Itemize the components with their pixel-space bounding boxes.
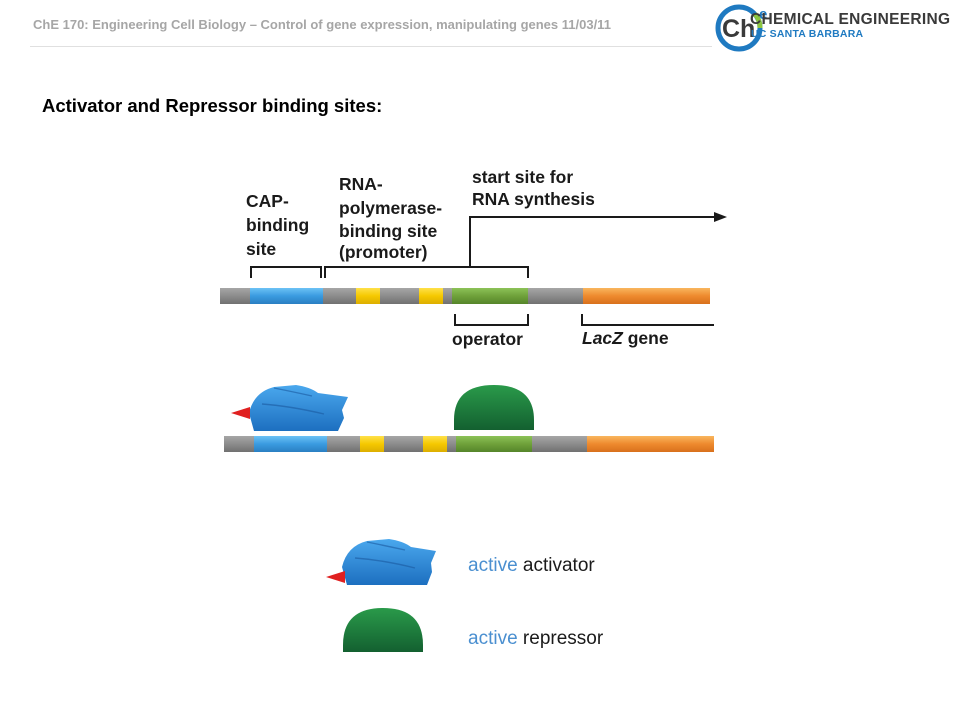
bound-repressor-icon — [454, 385, 534, 430]
legend-active-word: active — [468, 628, 518, 649]
svg-text:start site for: start site for — [472, 167, 573, 187]
svg-text:polymerase-: polymerase- — [339, 198, 442, 218]
arrowhead-icon — [714, 212, 727, 222]
start-site-label: start site for RNA synthesis — [472, 167, 595, 209]
slide-heading: Activator and Repressor binding sites: — [42, 95, 383, 116]
cap-binding-site-label: CAP- binding site — [246, 191, 309, 259]
promoter-label: RNA- polymerase- binding site (promoter) — [339, 174, 442, 262]
logo-text-ucsb: UC SANTA BARBARA — [751, 28, 864, 40]
course-title: ChE 170: Engineering Cell Biology – Cont… — [33, 17, 611, 32]
legend-activator-word: activator — [517, 555, 595, 576]
promoter-bracket — [324, 266, 529, 278]
cap-bracket — [250, 266, 322, 278]
bound-activator-icon — [231, 385, 348, 431]
dna-strand-top — [220, 288, 710, 304]
activator-red-arrow — [231, 407, 250, 419]
logo-mark-letters: Ch — [722, 15, 755, 43]
lacz-bracket — [581, 314, 714, 326]
legend-activator-icon — [326, 539, 436, 585]
legend-repressor-label: active repressor — [468, 628, 603, 650]
dna-strand-bottom — [224, 436, 714, 452]
svg-text:RNA synthesis: RNA synthesis — [472, 189, 595, 209]
header-divider — [30, 46, 712, 47]
svg-text:RNA-: RNA- — [339, 174, 383, 194]
transcription-start-arrow — [469, 216, 714, 268]
svg-text:binding: binding — [246, 215, 309, 235]
operator-label: operator — [452, 329, 523, 349]
svg-text:site: site — [246, 239, 276, 259]
operator-bracket — [454, 314, 529, 326]
legend-repressor-icon — [343, 608, 423, 652]
svg-text:(promoter): (promoter) — [339, 242, 427, 262]
lacz-gene-label: LacZ gene — [582, 328, 669, 348]
logo-ring-accent — [752, 12, 763, 29]
legend-activator-red-arrow — [326, 571, 345, 583]
legend-activator-label: active activator — [468, 555, 595, 577]
legend-active-word: active — [468, 555, 518, 576]
svg-text:CAP-: CAP- — [246, 191, 289, 211]
svg-text:binding site: binding site — [339, 221, 437, 241]
logo-superscript: e — [759, 6, 767, 23]
che-logo: Ch e — [715, 4, 767, 52]
legend-repressor-word: repressor — [517, 628, 604, 649]
logo-text-chemical-engineering: CHEMICAL ENGINEERING — [750, 11, 951, 28]
